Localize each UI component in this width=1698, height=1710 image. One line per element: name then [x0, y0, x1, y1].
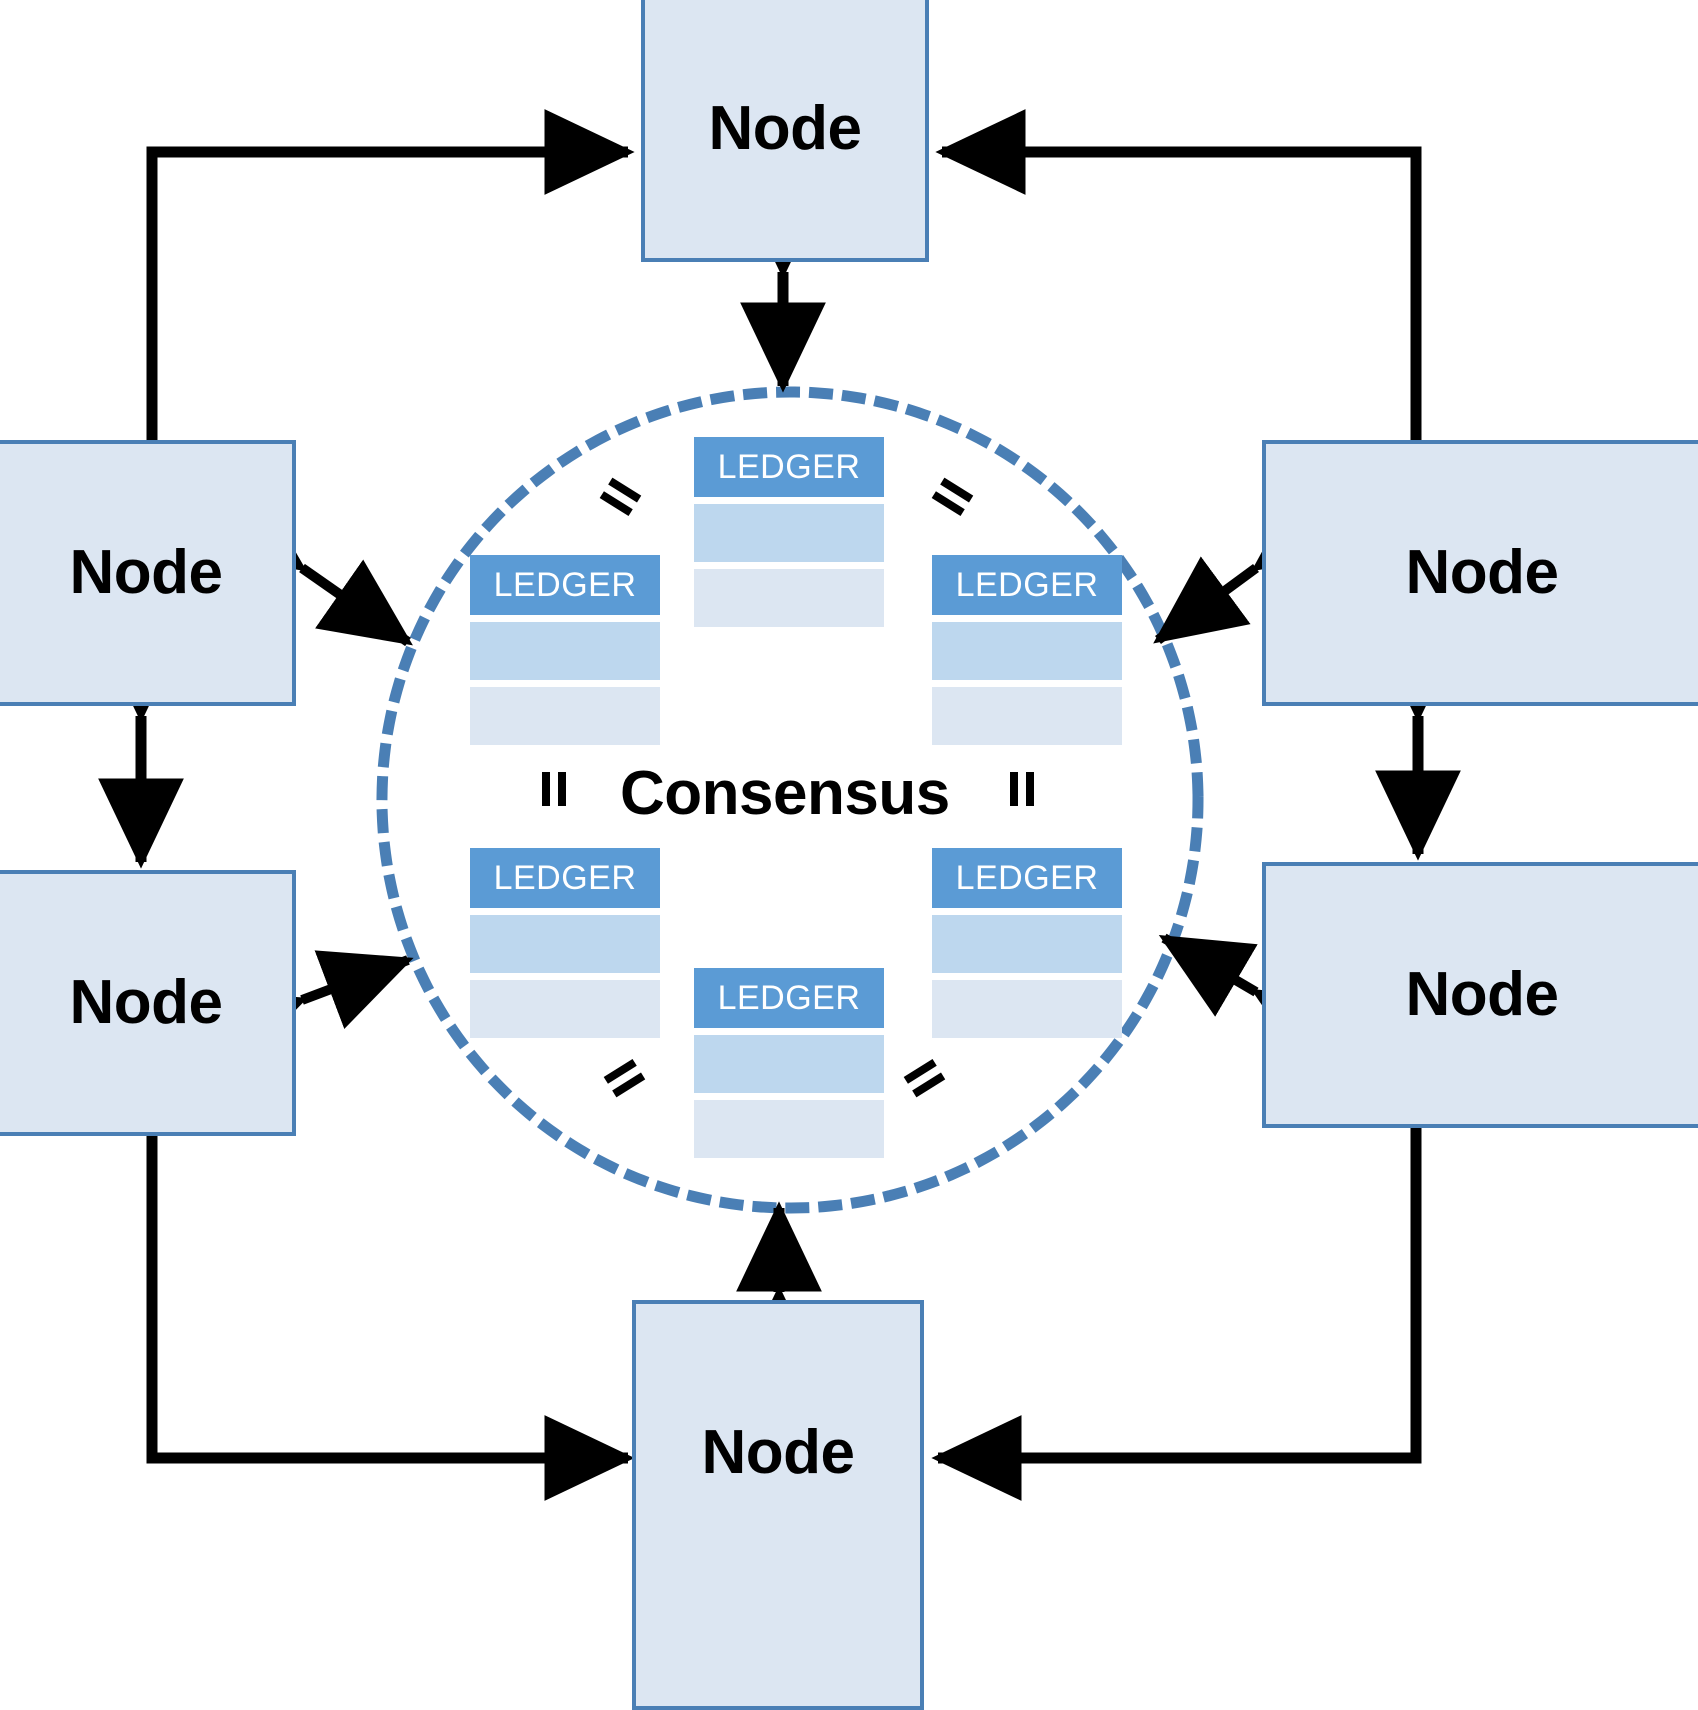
node-right-lower-label: Node — [1405, 960, 1560, 1029]
node-left-lower-label: Node — [69, 968, 224, 1037]
equals-icon-top-left — [598, 473, 645, 520]
ledger-bottom-title: LEDGER — [694, 968, 884, 1028]
ledger-bottom-row-2 — [694, 1100, 884, 1158]
equals-icon-top-right — [930, 473, 977, 520]
node-right-upper-label: Node — [1405, 538, 1560, 607]
ledger-left-lower-title: LEDGER — [470, 848, 660, 908]
arrow-right-upper-to-circle — [1153, 484, 1349, 645]
node-top-label: Node — [708, 94, 863, 163]
ledger-bottom[interactable]: LEDGER — [694, 968, 884, 1158]
node-top[interactable]: Node — [641, 0, 929, 262]
arrow-right-lower-to-circle — [1158, 933, 1350, 1071]
ledger-left-upper-row-2 — [470, 687, 660, 745]
ledger-right-upper-title: LEDGER — [932, 555, 1122, 615]
ledger-right-lower[interactable]: LEDGER — [932, 848, 1122, 1038]
equals-icon-bottom-left — [602, 1056, 649, 1103]
ledger-right-upper-row-1 — [932, 622, 1122, 680]
ledger-left-upper-row-1 — [470, 622, 660, 680]
ledger-left-lower-row-1 — [470, 915, 660, 973]
equals-icon-bottom-right — [902, 1056, 949, 1103]
ledger-right-lower-row-1 — [932, 915, 1122, 973]
ledger-top-row-1 — [694, 504, 884, 562]
arrow-left-lower-to-circle — [208, 950, 414, 1069]
ledger-right-upper[interactable]: LEDGER — [932, 555, 1122, 745]
ledger-left-lower-row-2 — [470, 980, 660, 1038]
equals-icon-mid-left — [538, 772, 572, 806]
ledger-left-lower[interactable]: LEDGER — [470, 848, 660, 1038]
ledger-right-upper-row-2 — [932, 687, 1122, 745]
consensus-label: Consensus — [620, 759, 950, 828]
ledger-top[interactable]: LEDGER — [694, 437, 884, 627]
ledger-top-title: LEDGER — [694, 437, 884, 497]
node-left-upper[interactable]: Node — [0, 440, 296, 706]
ledger-right-lower-row-2 — [932, 980, 1122, 1038]
node-bottom-label: Node — [701, 1418, 856, 1487]
ledger-top-row-2 — [694, 569, 884, 627]
node-left-upper-label: Node — [69, 538, 224, 607]
node-right-lower[interactable]: Node — [1262, 862, 1698, 1128]
ledger-left-upper-title: LEDGER — [470, 555, 660, 615]
equals-icon-mid-right — [1006, 772, 1040, 806]
node-left-lower[interactable]: Node — [0, 870, 296, 1136]
arrow-left-upper-to-circle — [209, 485, 413, 647]
ledger-left-upper[interactable]: LEDGER — [470, 555, 660, 745]
ledger-right-lower-title: LEDGER — [932, 848, 1122, 908]
ledger-bottom-row-1 — [694, 1035, 884, 1093]
node-right-upper[interactable]: Node — [1262, 440, 1698, 706]
node-bottom[interactable]: Node — [632, 1300, 924, 1710]
